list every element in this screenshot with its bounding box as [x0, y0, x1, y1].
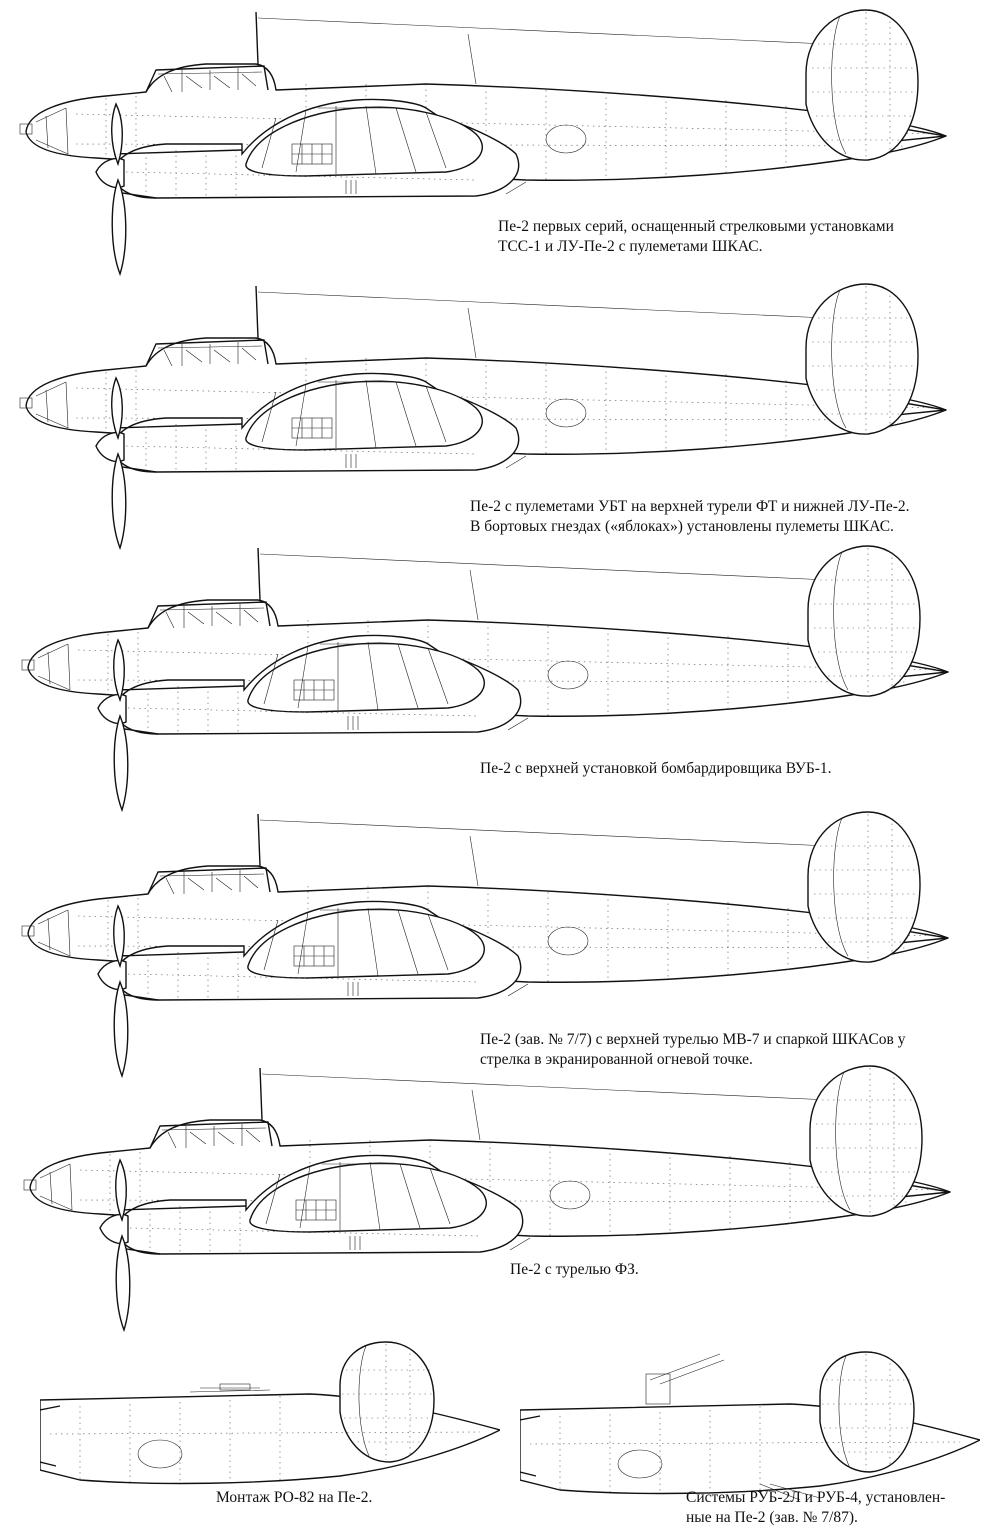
caption-line: Пе-2 (зав. № 7/7) с верхней турелью МВ-7… — [480, 1031, 906, 1048]
caption-7: Системы РУБ-2Л и РУБ-4, установлен- ные … — [686, 1488, 945, 1528]
caption-line: Пе-2 с пулеметами УБТ на верхней турели … — [470, 498, 910, 515]
rear-fuselage-drawing-rub — [520, 1351, 980, 1500]
caption-2: Пе-2 с пулеметами УБТ на верхней турели … — [470, 497, 910, 537]
caption-5: Пе-2 с турелью ФЗ. — [510, 1260, 639, 1280]
caption-4: Пе-2 (зав. № 7/7) с верхней турелью МВ-7… — [480, 1030, 906, 1070]
caption-line: В бортовых гнездах («яблоках») установле… — [470, 518, 894, 535]
aircraft-drawing-5 — [23, 1065, 951, 1331]
caption-3: Пе-2 с верхней установкой бомбардировщик… — [480, 759, 832, 779]
caption-1: Пе-2 первых серий, оснащенный стрелковым… — [498, 217, 894, 257]
caption-line: ТСС-1 и ЛУ-Пе-2 с пулеметами ШКАС. — [498, 238, 763, 255]
caption-line: ные на Пе-2 (зав. № 7/87). — [686, 1509, 858, 1526]
caption-line: Системы РУБ-2Л и РУБ-4, установлен- — [686, 1489, 946, 1506]
caption-line: Монтаж РО-82 на Пе-2. — [216, 1489, 373, 1506]
caption-line: Пе-2 первых серий, оснащенный стрелковым… — [498, 218, 894, 235]
rear-fuselage-drawing-ro82 — [40, 1341, 500, 1485]
caption-line: Пе-2 с турелью ФЗ. — [510, 1261, 639, 1278]
caption-6: Монтаж РО-82 на Пе-2. — [216, 1488, 372, 1508]
caption-line: стрелка в экранированной огневой точке. — [480, 1051, 753, 1068]
caption-line: Пе-2 с верхней установкой бомбардировщик… — [480, 760, 832, 777]
